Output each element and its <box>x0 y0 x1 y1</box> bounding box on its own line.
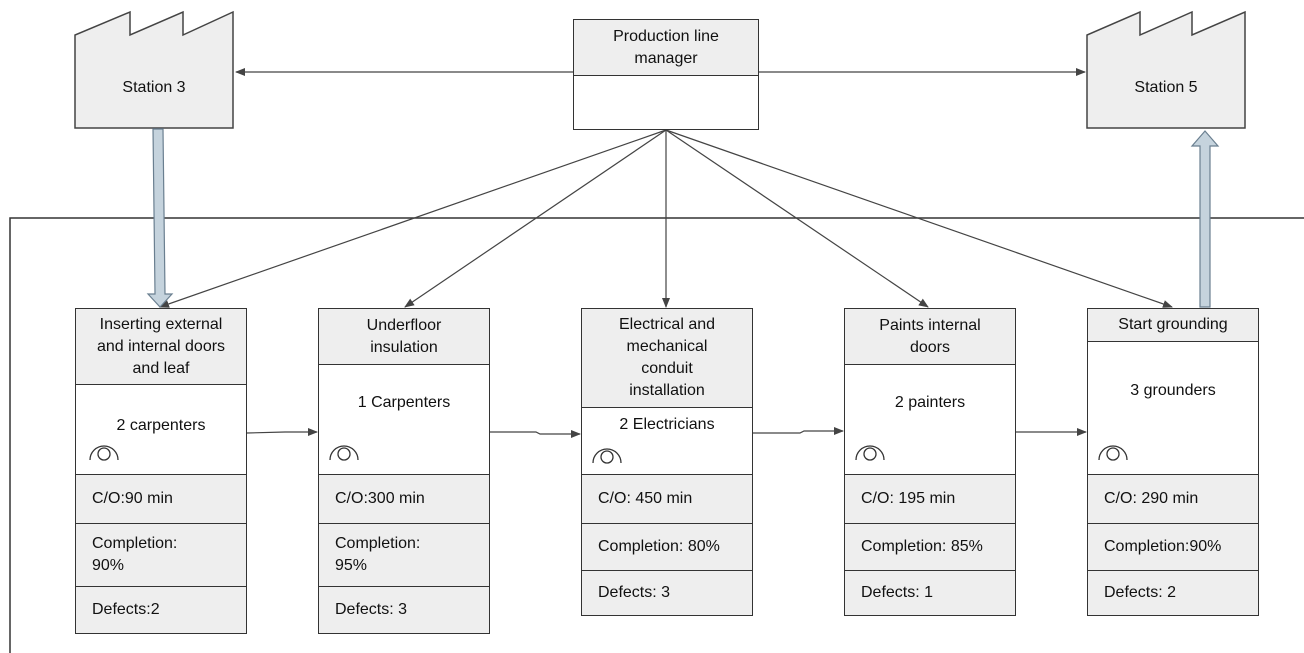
process-defects: Defects: 3 <box>581 570 753 616</box>
flow-arrow-1-2 <box>246 428 318 436</box>
process-title: Paints internal doors <box>844 308 1016 365</box>
operator-icon <box>89 445 119 461</box>
info-arrow-1 <box>159 129 667 308</box>
process-completion: Completion: 85% <box>844 523 1016 571</box>
process-completion: Completion: 80% <box>581 523 753 571</box>
flow-arrow-3-4 <box>753 427 844 435</box>
process-defects: Defects: 1 <box>844 570 1016 616</box>
process-co: C/O: 450 min <box>581 474 753 524</box>
process-co: C/O: 195 min <box>844 474 1016 524</box>
station-3-label: Station 3 <box>122 79 186 96</box>
process-defects: Defects: 2 <box>1087 570 1259 616</box>
process-co: C/O:90 min <box>75 474 247 524</box>
process-co: C/O: 290 min <box>1087 474 1259 524</box>
info-arrow-5 <box>665 129 1173 308</box>
flow-arrow-2-3 <box>490 430 581 438</box>
station-5-label: Station 5 <box>1134 79 1198 96</box>
process-co: C/O:300 min <box>318 474 490 524</box>
process-completion: Completion:90% <box>1087 523 1259 571</box>
factory-icon <box>1086 10 1246 129</box>
info-arrow-2 <box>404 129 667 308</box>
process-defects: Defects: 3 <box>318 586 490 634</box>
process-title: Inserting external and internal doors an… <box>75 308 247 385</box>
process-completion: Completion: 90% <box>75 523 247 587</box>
process-title: Underfloor insulation <box>318 308 490 365</box>
info-arrow-4 <box>665 129 929 308</box>
process-defects: Defects:2 <box>75 586 247 634</box>
operator-icon <box>329 445 359 461</box>
factory-icon <box>74 10 234 129</box>
operator-icon <box>1098 445 1128 461</box>
process-operators: 1 Carpenters <box>357 394 451 411</box>
value-stream-frame <box>9 217 1304 653</box>
shipment-arrow-out <box>1190 130 1220 308</box>
process-title: Electrical and mechanical conduit instal… <box>581 308 753 408</box>
process-operators: 3 grounders <box>1130 382 1216 399</box>
process-operators: 2 painters <box>894 394 966 411</box>
process-title: Start grounding <box>1087 308 1259 342</box>
manager-title: Production line manager <box>573 19 759 76</box>
process-operators: 2 Electricians <box>619 416 715 433</box>
shipment-arrow-in <box>146 128 174 308</box>
operator-icon <box>855 445 885 461</box>
process-completion: Completion: 95% <box>318 523 490 587</box>
process-operators: 2 carpenters <box>116 417 206 434</box>
operator-icon <box>592 448 622 464</box>
